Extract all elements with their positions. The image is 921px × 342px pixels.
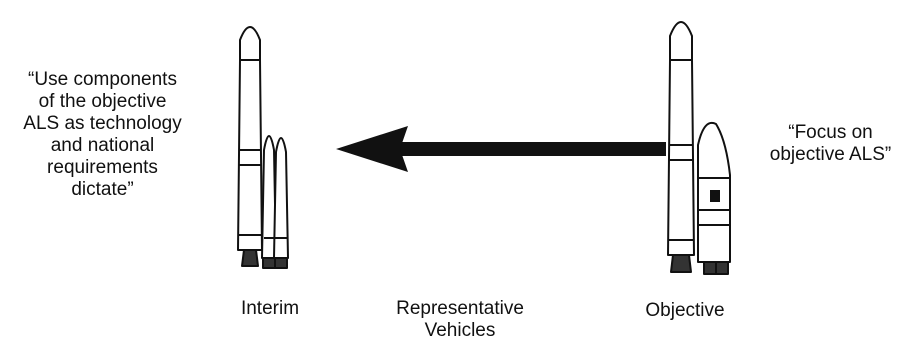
interim-core-stage	[237, 26, 263, 251]
arrow-left-icon	[336, 126, 666, 172]
objective-vehicle	[667, 21, 731, 275]
objective-strategy-quote: “Focus on objective ALS”	[769, 122, 892, 165]
interim-nozzle	[241, 249, 259, 267]
interim-booster-2	[273, 137, 289, 259]
representative-vehicles-label: Representative Vehicles	[396, 298, 524, 341]
interim-strategy-quote: “Use components of the objective ALS as …	[23, 69, 182, 200]
objective-label: Objective	[645, 300, 725, 321]
interim-label: Interim	[240, 298, 300, 319]
interim-vehicle	[237, 26, 289, 269]
objective-nozzle	[670, 254, 692, 273]
objective-core-stage	[667, 21, 695, 256]
